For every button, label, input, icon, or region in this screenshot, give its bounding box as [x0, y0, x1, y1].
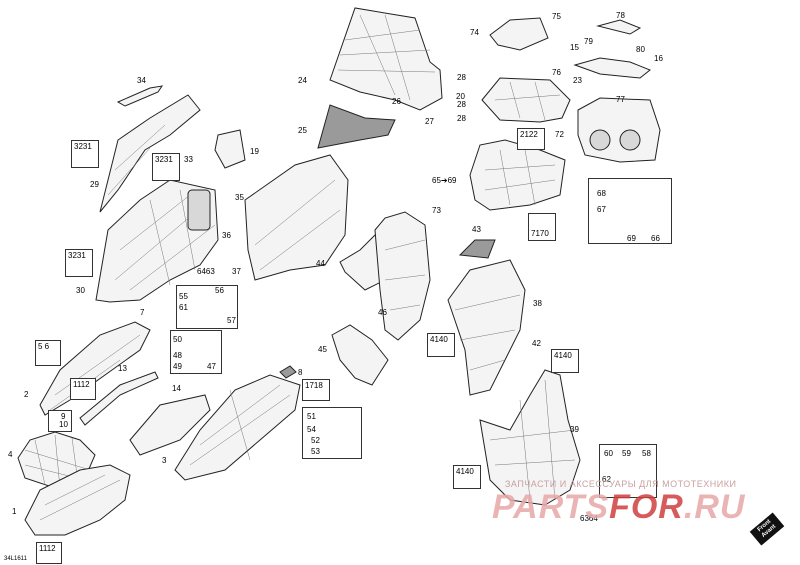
label-46: 46	[378, 308, 387, 317]
label-28b: 28	[457, 100, 466, 109]
bracket-19	[214, 129, 246, 169]
label-45: 45	[318, 345, 327, 354]
callout-box-66-69: 68 67 69 66	[588, 178, 672, 244]
label-8: 8	[298, 368, 303, 377]
callout-box-41-40-b: 4140	[551, 349, 579, 373]
lower-cover-45	[331, 324, 389, 386]
watermark-tagline: ЗАПЧАСТИ И АКСЕССУАРЫ ДЛЯ МОТОТЕХНИКИ	[505, 479, 737, 489]
label-16: 16	[654, 54, 663, 63]
label-75: 75	[552, 12, 561, 21]
label-15: 15	[570, 43, 579, 52]
callout-box-47-50: 50 48 49 47	[170, 330, 222, 374]
label-44: 44	[316, 259, 325, 268]
label-29: 29	[90, 180, 99, 189]
side-panel-29	[99, 94, 201, 213]
vent-43	[458, 239, 496, 259]
lower-windscreen-part	[317, 104, 396, 149]
headlight-assembly	[469, 139, 566, 211]
label-38: 38	[533, 299, 542, 308]
label-39: 39	[570, 425, 579, 434]
side-cover-46	[374, 211, 431, 341]
side-panel-3	[174, 374, 301, 481]
label-36: 36	[222, 231, 231, 240]
belly-pan-39	[479, 369, 581, 506]
callout-box-11-12-a: 1112	[70, 378, 96, 400]
callout-box-51-54: 51 54 52 53	[302, 407, 362, 459]
callout-box-9-10: 9 10	[48, 410, 72, 432]
clip-8	[279, 365, 297, 379]
label-19: 19	[250, 147, 259, 156]
wiring-bracket	[573, 57, 651, 79]
label-14: 14	[172, 384, 181, 393]
label-42: 42	[532, 339, 541, 348]
label-23: 23	[573, 76, 582, 85]
callout-box-5-6: 5 6	[35, 340, 61, 366]
label-72: 72	[555, 130, 564, 139]
label-80: 80	[636, 45, 645, 54]
small-bracket-78	[596, 19, 642, 35]
label-76: 76	[552, 68, 561, 77]
trim-strip-13	[79, 371, 159, 426]
label-25: 25	[298, 126, 307, 135]
callout-box-17-18: 1718	[302, 379, 330, 401]
label-43: 43	[472, 225, 481, 234]
side-panel-2	[39, 321, 151, 416]
watermark-logo: PARTSFOR.RU	[492, 488, 746, 526]
callout-box-41-40-c: 4140	[453, 465, 481, 489]
label-2: 2	[24, 390, 29, 399]
callout-box-21-22: 2122	[517, 128, 545, 150]
label-13: 13	[118, 364, 127, 373]
label-27: 27	[425, 117, 434, 126]
label-3: 3	[162, 456, 167, 465]
headlight-housing-77	[577, 97, 661, 163]
inner-fairing-30	[95, 179, 219, 303]
panel-14	[129, 394, 211, 456]
label-28a: 28	[457, 73, 466, 82]
nose-cover-1	[24, 464, 131, 536]
label-4: 4	[8, 450, 13, 459]
diagram-code: 34L1611	[4, 556, 27, 562]
cover-74	[489, 17, 549, 51]
callout-box-41-40-a: 4140	[427, 333, 455, 357]
label-65-69: 65➔69	[432, 176, 457, 185]
headlight-bracket-20	[481, 77, 571, 123]
label-34: 34	[137, 76, 146, 85]
label-30: 30	[76, 286, 85, 295]
label-24: 24	[298, 76, 307, 85]
label-26: 26	[392, 97, 401, 106]
label-79: 79	[584, 37, 593, 46]
callout-box-32-31-a: 3231	[71, 140, 99, 168]
callout-box-11-12-b: 1112	[36, 542, 62, 564]
windshield-part	[329, 7, 443, 111]
label-77: 77	[616, 95, 625, 104]
label-33: 33	[184, 155, 193, 164]
side-fairing-38	[447, 259, 526, 396]
label-74: 74	[470, 28, 479, 37]
callout-box-32-31-b: 3231	[152, 153, 180, 181]
label-63-64: 6364	[580, 514, 598, 523]
label-78: 78	[616, 11, 625, 20]
callout-box-71-70: 7170	[528, 213, 556, 241]
label-28c: 28	[457, 114, 466, 123]
label-37: 37	[232, 267, 241, 276]
label-35: 35	[235, 193, 244, 202]
trim-strip-34	[116, 85, 164, 107]
label-20: 20	[456, 92, 465, 101]
label-64-63: 6463	[197, 267, 215, 276]
side-duct-35-37	[244, 154, 349, 281]
label-1: 1	[12, 507, 17, 516]
callout-box-55-57: 55 56 61 57	[176, 285, 238, 329]
label-7: 7	[140, 308, 145, 317]
callout-box-32-31-c: 3231	[65, 249, 93, 277]
callout-box-58-62: 60 59 58 62	[599, 444, 657, 498]
label-73: 73	[432, 206, 441, 215]
